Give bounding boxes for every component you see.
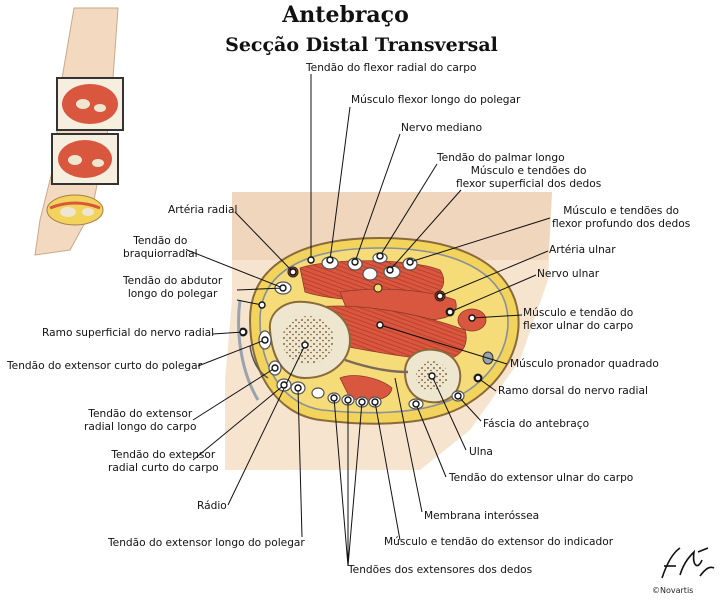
label-abdutor-longo-line1: Tendão do abdutor <box>123 275 223 287</box>
label-extensores-dedos: Tendões dos extensores dos dedos <box>348 564 533 576</box>
page-subtitle: Secção Distal Transversal <box>225 34 498 56</box>
label-abdutor-longo-line2: longo do polegar <box>127 288 218 300</box>
label-flexor-radial-carpo: Tendão do flexor radial do carpo <box>306 62 477 74</box>
label-ext-radial-longo-line1: Tendão do extensor <box>88 408 193 420</box>
label-flexor-ulnar-line1: Músculo e tendão do <box>523 307 634 319</box>
label-extensor-curto-polegar: Tendão do extensor curto do polegar <box>7 360 202 372</box>
radius-marrow <box>282 316 334 364</box>
netter-signature <box>661 547 715 579</box>
label-radio: Rádio <box>197 500 227 512</box>
label-ext-radial-curto-line2: radial curto do carpo <box>108 462 219 474</box>
label-flexor-superficial-line2: flexor superficial dos dedos <box>456 178 602 190</box>
label-flexor-longo-polegar: Músculo flexor longo do polegar <box>351 94 521 106</box>
label-extensor-longo-polegar: Tendão do extensor longo do polegar <box>108 537 305 549</box>
label-flexor-profundo-line1: Músculo e tendões do <box>563 205 680 217</box>
label-pronador-quadrado: Músculo pronador quadrado <box>510 358 659 370</box>
label-braquiorradial-line2: braquiorradial <box>123 248 198 260</box>
label-braquiorradial: Tendão do braquiorradial <box>123 235 198 261</box>
leader-lines <box>186 74 551 567</box>
label-ext-radial-curto: Tendão do extensor radial curto do carpo <box>108 449 219 475</box>
label-arteria-ulnar: Artéria ulnar <box>549 244 616 256</box>
label-ramo-superficial-radial: Ramo superficial do nervo radial <box>42 327 215 339</box>
label-flexor-ulnar-line2: flexor ulnar do carpo <box>523 320 634 332</box>
label-fascia: Fáscia do antebraço <box>483 418 590 430</box>
label-extensor-ulnar-carpo: Tendão do extensor ulnar do carpo <box>449 472 634 484</box>
label-ramo-dorsal-radial: Ramo dorsal do nervo radial <box>498 385 648 397</box>
main-section <box>225 192 552 470</box>
interosseous-membrane <box>344 358 409 374</box>
label-flexor-superficial: Músculo e tendões do flexor superficial … <box>456 165 601 191</box>
label-ext-radial-longo-line2: radial longo do carpo <box>84 421 197 433</box>
page-title: Antebraço <box>282 2 409 28</box>
label-flexor-profundo: Músculo e tendões do flexor profundo dos… <box>552 205 690 231</box>
forearm-thumbnail <box>34 7 124 256</box>
label-extensor-indicador: Músculo e tendão do extensor do indicado… <box>384 536 614 548</box>
label-nervo-ulnar: Nervo ulnar <box>537 268 600 280</box>
label-palmar-longo: Tendão do palmar longo <box>437 152 565 164</box>
label-ulna: Ulna <box>469 446 493 458</box>
thumbnail-section-upper <box>56 77 124 131</box>
label-membrana-interossea: Membrana interóssea <box>424 510 540 522</box>
label-arteria-radial: Artéria radial <box>168 204 238 216</box>
label-abdutor-longo: Tendão do abdutor longo do polegar <box>123 275 222 301</box>
label-nervo-mediano: Nervo mediano <box>401 122 483 134</box>
label-ext-radial-longo: Tendão do extensor radial longo do carpo <box>84 408 196 434</box>
thumbnail-section-middle <box>51 133 119 185</box>
copyright-text: ©Novartis <box>652 586 694 595</box>
label-flexor-profundo-line2: flexor profundo dos dedos <box>552 218 691 230</box>
label-ext-radial-curto-line1: Tendão do extensor <box>111 449 216 461</box>
label-flexor-ulnar: Músculo e tendão do flexor ulnar do carp… <box>523 307 633 333</box>
label-braquiorradial-line1: Tendão do <box>133 235 188 247</box>
leader-markers <box>239 252 482 408</box>
thumbnail-section-distal <box>46 194 104 226</box>
label-flexor-superficial-line1: Músculo e tendões do <box>470 165 587 177</box>
